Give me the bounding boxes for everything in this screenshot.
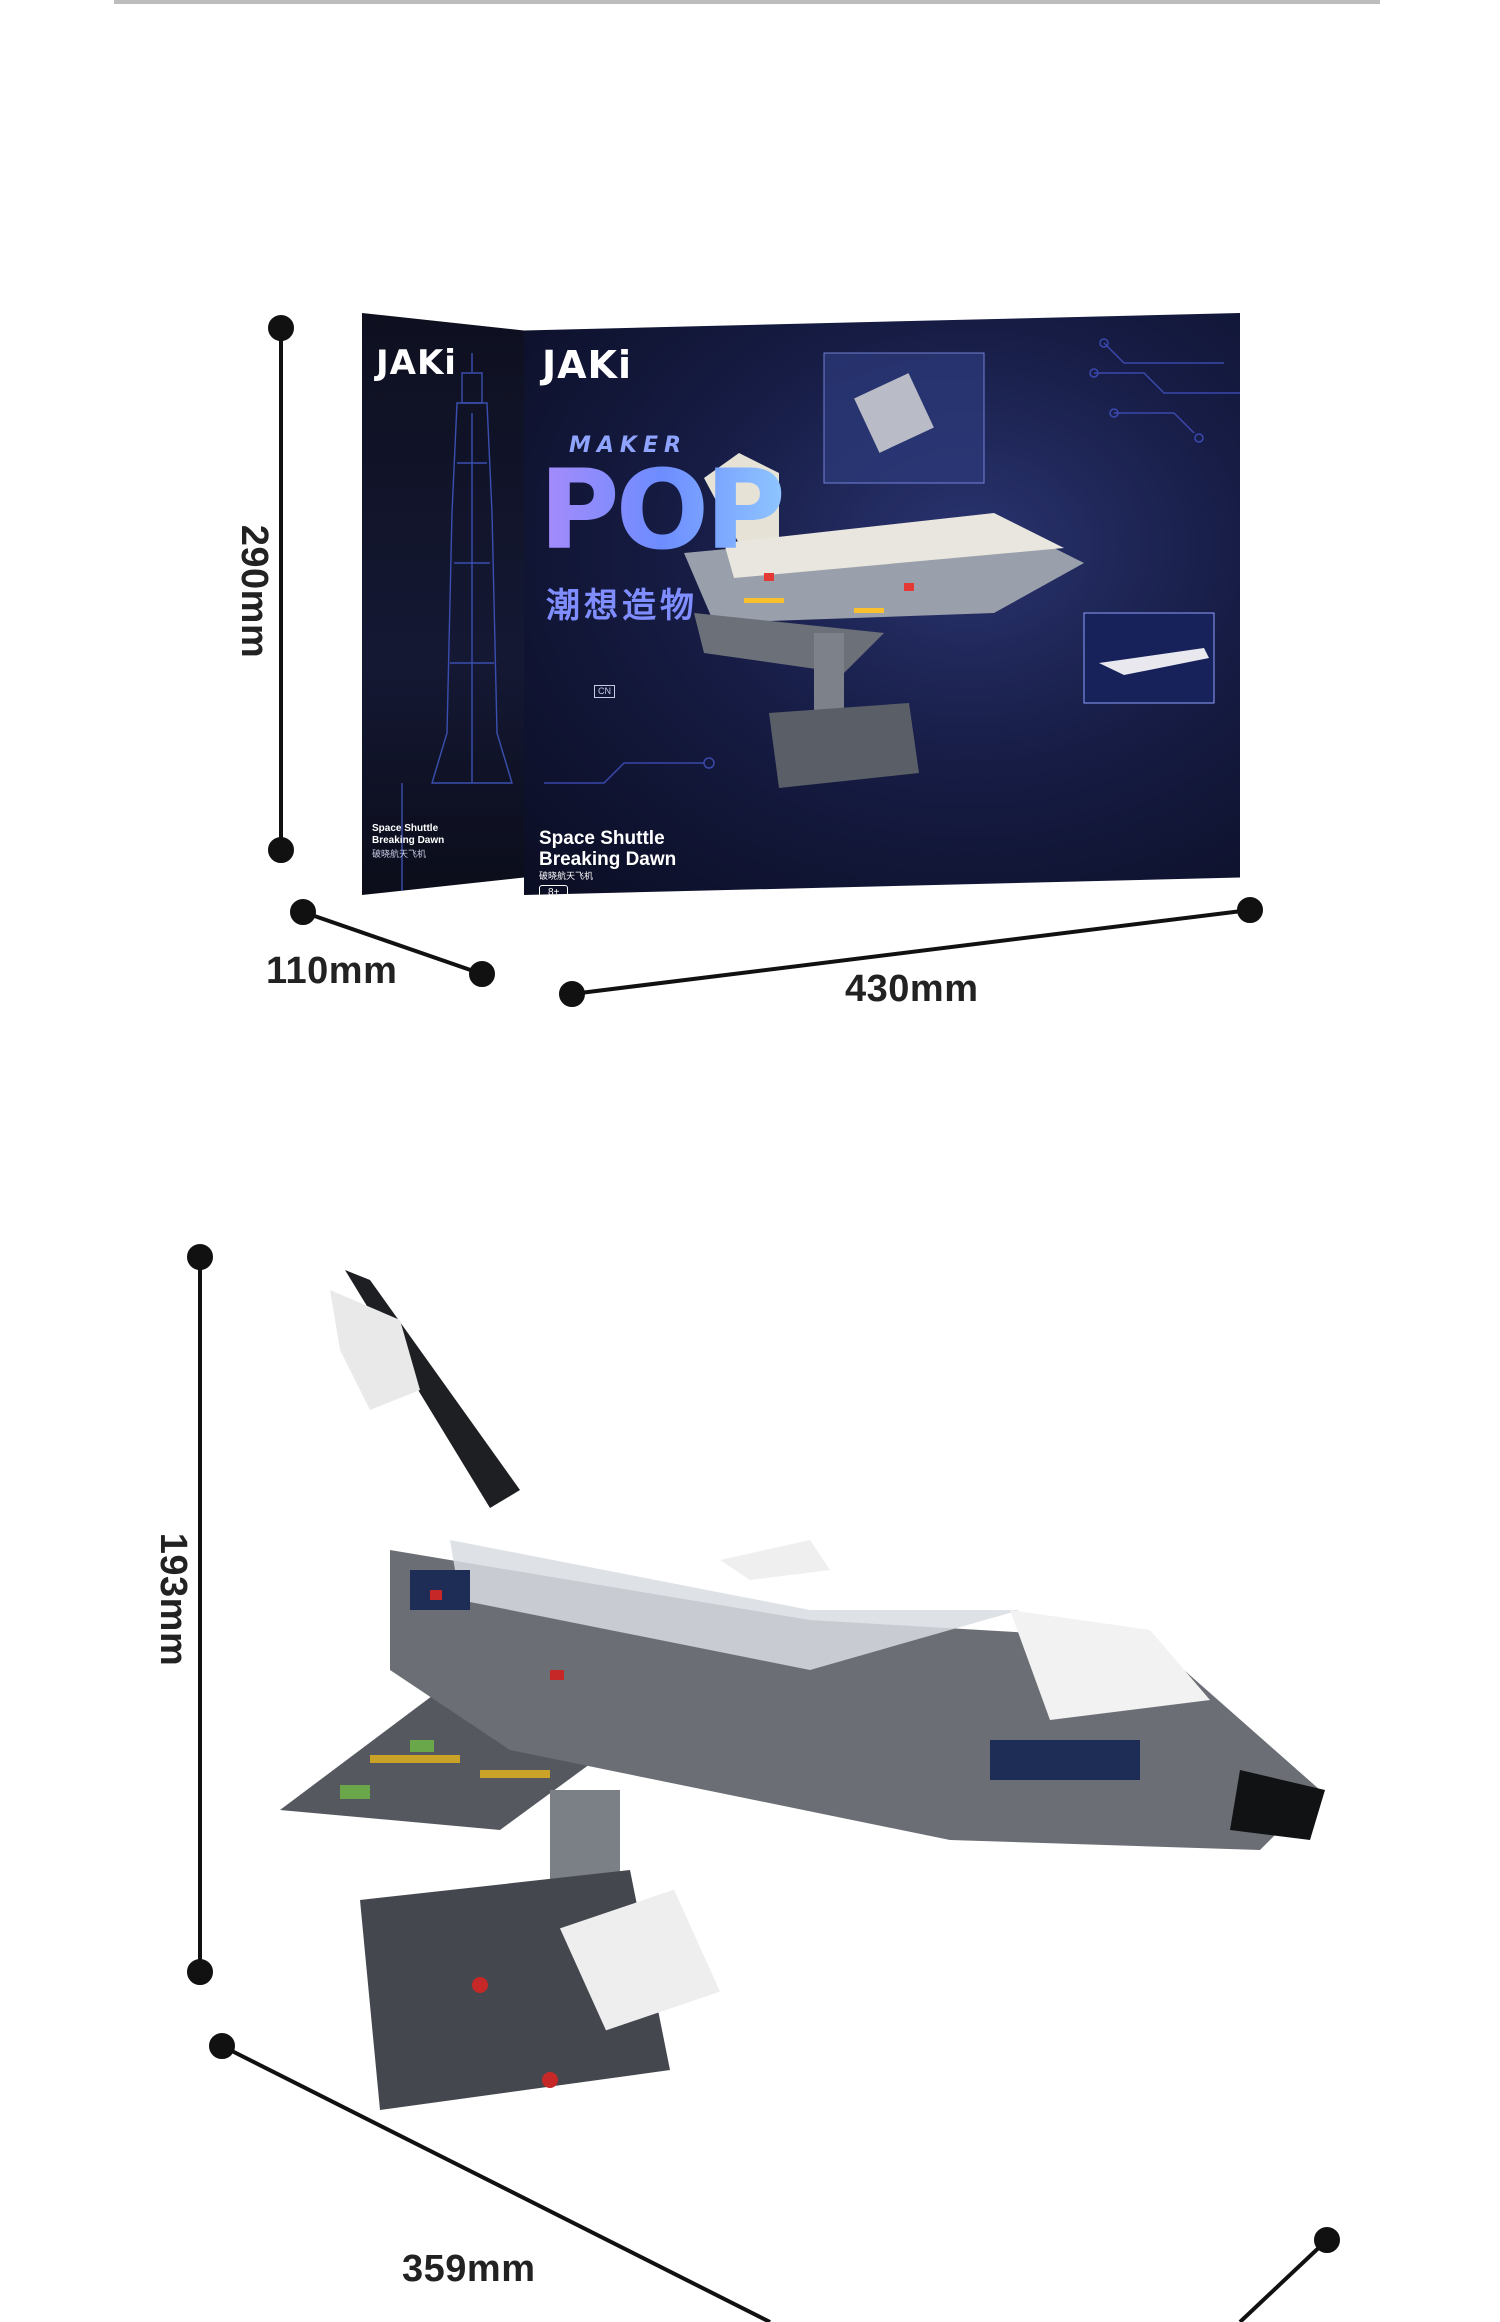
box-depth-end-dot <box>469 961 495 987</box>
model-length-start-dot <box>209 2033 235 2059</box>
model-length-end-dot <box>1314 2227 1340 2253</box>
model-length-label: 359mm <box>402 2248 536 2290</box>
model-height-top-dot <box>187 1244 213 1270</box>
box-front-panel: JAKi MAKER POP 潮想造物 CN Space Shuttle Bre… <box>524 313 1240 895</box>
tail-fin <box>720 1540 830 1580</box>
arm-payload <box>330 1290 420 1410</box>
maker-text: MAKER <box>569 433 687 458</box>
box-side-product-name-cn: 破晓航天飞机 <box>372 849 427 859</box>
box-width-start-dot <box>559 981 585 1007</box>
payload-bay <box>450 1540 1020 1670</box>
model-height-label: 193mm <box>152 1532 195 1667</box>
box-product-name: Space Shuttle Breaking Dawn <box>539 828 677 870</box>
age-badge: 8+ <box>539 885 569 895</box>
box-side-panel: JAKi Space Shuttle Breaking Dawn 破晓航天飞机 <box>362 313 524 895</box>
box-width-label: 430mm <box>845 968 979 1010</box>
box-width-end-dot <box>1237 897 1263 923</box>
cn-tagline: 潮想造物 <box>546 587 698 625</box>
display-plaque <box>559 1889 721 2031</box>
box-height-label: 290mm <box>233 524 276 659</box>
box-product-name-cn: 破晓航天飞机 <box>539 871 594 881</box>
nose-cone <box>1230 1770 1325 1840</box>
box-shuttle-image <box>684 453 1084 788</box>
model-height-bottom-dot <box>187 1959 213 1985</box>
box-height-bottom-dot <box>268 837 294 863</box>
series-badge: CN <box>594 685 615 698</box>
circuit-decoration <box>544 338 1240 788</box>
pop-logo: POP <box>539 446 786 574</box>
box-depth-start-dot <box>290 899 316 925</box>
box-front-logo: JAKi <box>542 343 633 387</box>
box-width-line <box>571 908 1251 996</box>
box-depth-label: 110mm <box>266 950 398 992</box>
model-length-line-left <box>221 2044 771 2322</box>
box-depth-line <box>302 910 483 976</box>
box-side-product-name: Space Shuttle Breaking Dawn <box>372 823 445 846</box>
top-divider <box>114 0 1380 4</box>
model-length-line-right <box>1238 2238 1329 2322</box>
assembled-shuttle-model <box>280 1270 1325 2110</box>
product-box: JAKi Space Shuttle Breaking Dawn 破晓航天飞机 <box>362 305 1240 895</box>
box-side-logo: JAKi <box>376 343 457 383</box>
cockpit <box>1010 1610 1210 1720</box>
box-height-top-dot <box>268 315 294 341</box>
rocket-outline-illustration <box>401 353 524 895</box>
